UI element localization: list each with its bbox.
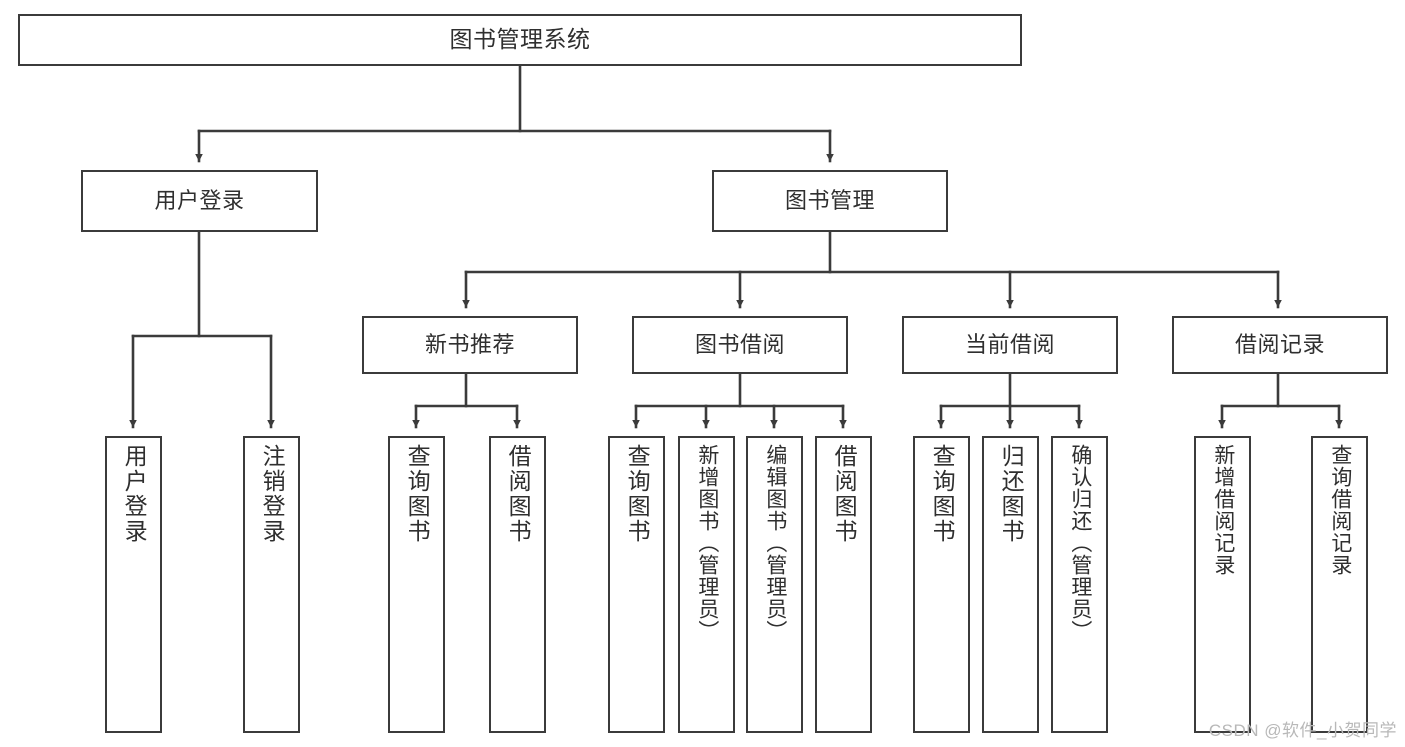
node-label: 注销登录 [259,444,286,544]
node-label: 图书借阅 [694,331,785,357]
node-label: 用户登录 [121,444,148,544]
node-new-book-recommend[interactable]: 新书推荐 [362,316,578,374]
node-label: 图书管理系统 [449,26,591,53]
node-label: 用户登录 [154,187,245,213]
node-label: 借阅图书 [831,444,858,544]
node-leaf-logout[interactable]: 注销登录 [243,436,300,733]
node-leaf-query-borrow-record[interactable]: 查询借阅记录 [1311,436,1368,733]
node-book-borrow[interactable]: 图书借阅 [632,316,848,374]
node-label: 当前借阅 [964,331,1055,357]
node-root-book-management-system[interactable]: 图书管理系统 [18,14,1022,66]
node-leaf-add-book-admin[interactable]: 新增图书（管理员） [678,436,735,733]
node-leaf-return-book[interactable]: 归还图书 [982,436,1039,733]
node-borrow-record[interactable]: 借阅记录 [1172,316,1388,374]
node-label: 确认归还（管理员） [1068,444,1092,642]
node-leaf-user-login[interactable]: 用户登录 [105,436,162,733]
node-label: 查询图书 [929,444,956,544]
node-label: 新书推荐 [424,331,515,357]
node-current-borrow[interactable]: 当前借阅 [902,316,1118,374]
node-label: 借阅图书 [505,444,532,544]
node-label: 编辑图书（管理员） [763,444,787,642]
node-user-login[interactable]: 用户登录 [81,170,318,232]
node-leaf-query-book-newbook[interactable]: 查询图书 [388,436,445,733]
node-label: 归还图书 [998,444,1025,544]
node-label: 新增图书（管理员） [695,444,719,642]
node-leaf-query-book-current[interactable]: 查询图书 [913,436,970,733]
node-label: 新增借阅记录 [1211,444,1235,576]
node-book-management[interactable]: 图书管理 [712,170,948,232]
node-label: 查询图书 [624,444,651,544]
watermark-text: CSDN @软件_小贺同学 [1208,721,1397,740]
node-label: 查询借阅记录 [1328,444,1352,576]
node-leaf-confirm-return-admin[interactable]: 确认归还（管理员） [1051,436,1108,733]
node-leaf-add-borrow-record[interactable]: 新增借阅记录 [1194,436,1251,733]
node-label: 借阅记录 [1234,331,1325,357]
node-label: 图书管理 [784,187,875,213]
node-label: 查询图书 [404,444,431,544]
node-leaf-query-book-borrow[interactable]: 查询图书 [608,436,665,733]
node-leaf-borrow-book-newbook[interactable]: 借阅图书 [489,436,546,733]
node-leaf-borrow-book[interactable]: 借阅图书 [815,436,872,733]
node-leaf-edit-book-admin[interactable]: 编辑图书（管理员） [746,436,803,733]
